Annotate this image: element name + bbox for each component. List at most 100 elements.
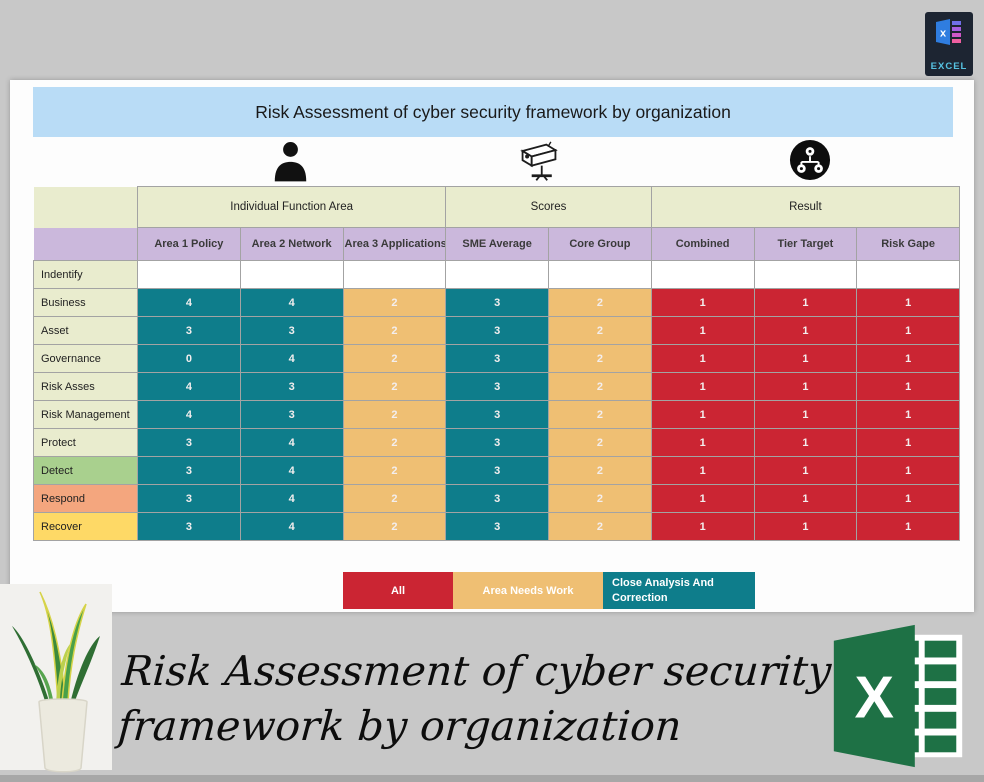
value-cell[interactable]: 3 [445, 316, 549, 345]
value-cell[interactable]: 1 [753, 512, 858, 541]
value-cell[interactable]: 2 [342, 344, 447, 373]
row-label[interactable]: Risk Asses [33, 372, 138, 401]
value-cell[interactable]: 1 [753, 456, 858, 485]
column-header[interactable]: Area 1 Policy [137, 227, 241, 261]
value-cell[interactable]: 4 [239, 456, 344, 485]
value-cell[interactable]: 4 [239, 344, 344, 373]
column-header[interactable]: Area 2 Network [239, 227, 344, 261]
row-label[interactable]: Recover [33, 512, 138, 541]
value-cell[interactable]: 3 [137, 484, 241, 513]
column-header[interactable]: Combined [650, 227, 755, 261]
value-cell[interactable]: 3 [445, 512, 549, 541]
row-label[interactable]: Risk Management [33, 400, 138, 429]
value-cell[interactable]: 3 [445, 428, 549, 457]
value-cell[interactable]: 2 [342, 372, 447, 401]
value-cell[interactable]: 1 [753, 484, 858, 513]
row-label[interactable]: Detect [33, 456, 138, 485]
value-cell[interactable]: 2 [548, 456, 652, 485]
value-cell[interactable]: 1 [856, 512, 960, 541]
value-cell[interactable] [342, 260, 447, 289]
column-header[interactable]: Tier Target [753, 227, 858, 261]
value-cell[interactable]: 1 [753, 400, 858, 429]
value-cell[interactable] [137, 260, 241, 289]
value-cell[interactable]: 1 [650, 372, 755, 401]
row-label[interactable]: Business [33, 288, 138, 317]
value-cell[interactable]: 2 [342, 484, 447, 513]
value-cell[interactable] [856, 260, 960, 289]
value-cell[interactable]: 2 [548, 428, 652, 457]
value-cell[interactable]: 3 [239, 372, 344, 401]
row-label[interactable]: Indentify [33, 260, 138, 289]
value-cell[interactable]: 1 [650, 344, 755, 373]
value-cell[interactable]: 1 [753, 316, 858, 345]
column-header[interactable]: Area 3 Applications [342, 227, 447, 261]
value-cell[interactable]: 1 [650, 428, 755, 457]
value-cell[interactable] [650, 260, 755, 289]
value-cell[interactable]: 1 [650, 484, 755, 513]
column-header[interactable]: Core Group [548, 227, 652, 261]
value-cell[interactable]: 3 [445, 484, 549, 513]
row-label[interactable]: Governance [33, 344, 138, 373]
value-cell[interactable]: 2 [548, 344, 652, 373]
value-cell[interactable]: 2 [548, 288, 652, 317]
value-cell[interactable] [548, 260, 652, 289]
value-cell[interactable]: 1 [753, 344, 858, 373]
row-label[interactable]: Asset [33, 316, 138, 345]
value-cell[interactable]: 1 [856, 372, 960, 401]
value-cell[interactable]: 1 [856, 484, 960, 513]
value-cell[interactable]: 1 [856, 288, 960, 317]
value-cell[interactable]: 1 [650, 456, 755, 485]
value-cell[interactable]: 1 [650, 400, 755, 429]
value-cell[interactable]: 4 [137, 400, 241, 429]
value-cell[interactable]: 3 [445, 344, 549, 373]
value-cell[interactable]: 1 [753, 288, 858, 317]
row-label[interactable]: Respond [33, 484, 138, 513]
value-cell[interactable]: 1 [650, 316, 755, 345]
value-cell[interactable]: 4 [239, 428, 344, 457]
value-cell[interactable]: 2 [342, 456, 447, 485]
value-cell[interactable] [445, 260, 549, 289]
value-cell[interactable]: 3 [137, 428, 241, 457]
value-cell[interactable]: 0 [137, 344, 241, 373]
value-cell[interactable]: 4 [137, 288, 241, 317]
value-cell[interactable]: 1 [650, 288, 755, 317]
value-cell[interactable] [239, 260, 344, 289]
value-cell[interactable]: 4 [239, 484, 344, 513]
value-cell[interactable]: 1 [753, 428, 858, 457]
value-cell[interactable]: 3 [137, 316, 241, 345]
value-cell[interactable]: 1 [856, 456, 960, 485]
value-cell[interactable]: 3 [445, 400, 549, 429]
column-header[interactable]: SME Average [445, 227, 549, 261]
value-cell[interactable] [753, 260, 858, 289]
value-cell[interactable]: 1 [650, 512, 755, 541]
value-cell[interactable]: 4 [239, 288, 344, 317]
row-label[interactable]: Protect [33, 428, 138, 457]
value-cell[interactable]: 3 [445, 372, 549, 401]
value-cell[interactable]: 2 [548, 316, 652, 345]
legend-chip[interactable]: All [343, 572, 453, 609]
value-cell[interactable]: 2 [342, 512, 447, 541]
value-cell[interactable]: 3 [445, 288, 549, 317]
group-header[interactable]: Result [650, 186, 961, 228]
value-cell[interactable]: 4 [137, 372, 241, 401]
legend-chip[interactable]: Close Analysis And Correction [603, 572, 755, 609]
value-cell[interactable]: 3 [137, 512, 241, 541]
value-cell[interactable]: 2 [342, 428, 447, 457]
excel-app-badge[interactable]: x EXCEL [925, 12, 973, 76]
group-header[interactable]: Scores [445, 186, 652, 228]
column-header[interactable]: Risk Gape [856, 227, 960, 261]
value-cell[interactable]: 1 [856, 400, 960, 429]
value-cell[interactable]: 2 [342, 316, 447, 345]
value-cell[interactable]: 3 [239, 316, 344, 345]
value-cell[interactable]: 4 [239, 512, 344, 541]
value-cell[interactable]: 3 [137, 456, 241, 485]
value-cell[interactable]: 1 [753, 372, 858, 401]
value-cell[interactable]: 2 [548, 484, 652, 513]
value-cell[interactable]: 1 [856, 344, 960, 373]
value-cell[interactable]: 3 [445, 456, 549, 485]
value-cell[interactable]: 1 [856, 316, 960, 345]
value-cell[interactable]: 2 [342, 288, 447, 317]
value-cell[interactable]: 2 [548, 372, 652, 401]
value-cell[interactable]: 3 [239, 400, 344, 429]
value-cell[interactable]: 2 [342, 400, 447, 429]
